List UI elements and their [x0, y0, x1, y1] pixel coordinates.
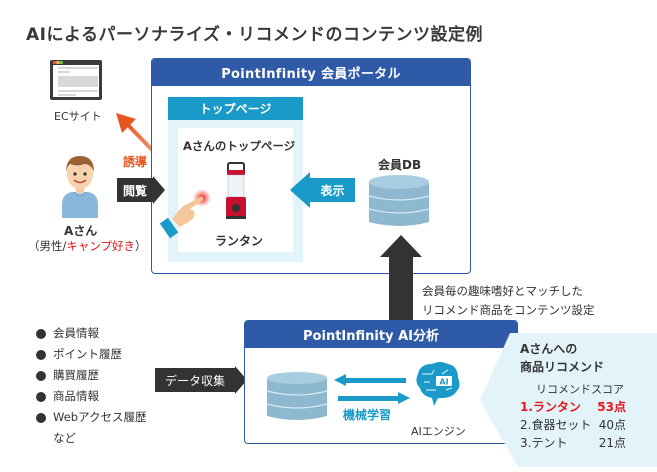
ai-analysis-title: PointInfinity AI分析 — [245, 321, 517, 348]
pointing-hand-icon — [160, 189, 211, 239]
recommend-item-score: 21点 — [598, 436, 626, 450]
top-page-header: トップページ — [168, 97, 303, 120]
ec-site-label: ECサイト — [54, 110, 102, 123]
browse-label: 閲覧 — [122, 183, 147, 198]
recommend-heading-line-1: Aさんへの — [520, 342, 578, 356]
display-arrowhead — [290, 172, 310, 208]
induce-label: 誘導 — [123, 155, 148, 169]
person-attr-prefix: （男性/ — [28, 239, 67, 253]
list-item-label: ポイント履歴 — [53, 347, 122, 361]
bullet-icon — [36, 391, 46, 402]
arrow-left-icon — [334, 374, 406, 386]
note-line-1: 会員毎の趣味嗜好とマッチした — [422, 284, 583, 298]
bullet-icon — [36, 412, 46, 423]
list-item-label: 商品情報 — [53, 389, 99, 403]
page-title: AIによるパーソナライズ・リコメンドのコンテンツ設定例 — [26, 25, 483, 45]
lantern-label: ランタン — [215, 234, 264, 248]
top-page-title: Aさんのトップページ — [183, 139, 296, 153]
list-item-label: 会員情報 — [53, 326, 99, 340]
recommend-item-score: 40点 — [598, 418, 626, 432]
induce-arrowhead — [116, 113, 136, 133]
ai-engine-label: AIエンジン — [411, 425, 466, 438]
portal-title: PointInfinity 会員ポータル — [152, 59, 470, 86]
browse-arrowhead — [153, 176, 165, 204]
recommend-row: 2.食器セット 40点 — [520, 416, 626, 432]
list-item: ポイント履歴 — [36, 344, 147, 365]
list-item: 購買履歴 — [36, 365, 147, 386]
person-name: Aさん — [64, 224, 98, 238]
recommend-item-name: 2.食器セット — [520, 418, 592, 432]
recommend-heading: Aさんへの 商品リコメンド — [520, 340, 604, 376]
up-arrowhead — [380, 235, 422, 257]
recommend-panel — [480, 333, 657, 467]
list-item-label: 購買履歴 — [53, 368, 99, 382]
bullet-icon — [36, 328, 46, 339]
list-item-label: Webアクセス履歴 — [53, 410, 147, 424]
content-setting-note: 会員毎の趣味嗜好とマッチした リコメンド商品をコンテンツ設定 — [422, 282, 595, 320]
list-etc: など — [53, 431, 76, 445]
user-avatar-icon — [62, 156, 98, 218]
recommend-heading-line-2: 商品リコメンド — [520, 360, 605, 374]
list-item: Webアクセス履歴 — [36, 407, 147, 428]
person-attributes: （男性/キャンプ好き） — [28, 238, 147, 254]
data-collect-arrow: データ収集 — [155, 368, 235, 392]
recommend-item-score: 53点 — [597, 400, 626, 414]
browser-window-icon — [50, 60, 102, 100]
machine-learning-label: 機械学習 — [343, 408, 392, 422]
content-setting-arrow — [389, 256, 413, 320]
lantern-icon — [226, 162, 246, 219]
data-source-list: 会員情報 ポイント履歴 購買履歴 商品情報 Webアクセス履歴 など — [36, 323, 147, 449]
machine-learning-arrows — [334, 374, 410, 404]
bullet-icon — [36, 370, 46, 381]
recommend-score-title: リコメンドスコア — [536, 383, 624, 396]
list-item: 会員情報 — [36, 323, 147, 344]
list-item: 商品情報 — [36, 386, 147, 407]
display-label: 表示 — [320, 183, 345, 198]
bullet-icon — [36, 349, 46, 360]
ai-brain-icon: AI — [416, 362, 460, 406]
ai-chip-text: AI — [439, 378, 448, 387]
person-attr-highlight: キャンプ好き — [66, 239, 136, 253]
browse-arrow: 閲覧 — [117, 178, 153, 202]
recommend-row: 1.ランタン 53点 — [520, 398, 626, 414]
recommend-item-name: 3.テント — [520, 436, 568, 450]
data-collect-label: データ収集 — [164, 373, 225, 388]
recommend-item-name: 1.ランタン — [520, 400, 581, 414]
arrow-right-icon — [338, 392, 410, 404]
recommend-row: 3.テント 21点 — [520, 434, 626, 450]
member-db-icon — [368, 175, 430, 226]
person-attr-suffix: ） — [135, 239, 147, 253]
member-db-label: 会員DB — [378, 158, 422, 172]
analysis-db-icon — [266, 372, 328, 420]
note-line-2: リコメンド商品をコンテンツ設定 — [422, 303, 595, 317]
display-arrow: 表示 — [310, 178, 355, 202]
